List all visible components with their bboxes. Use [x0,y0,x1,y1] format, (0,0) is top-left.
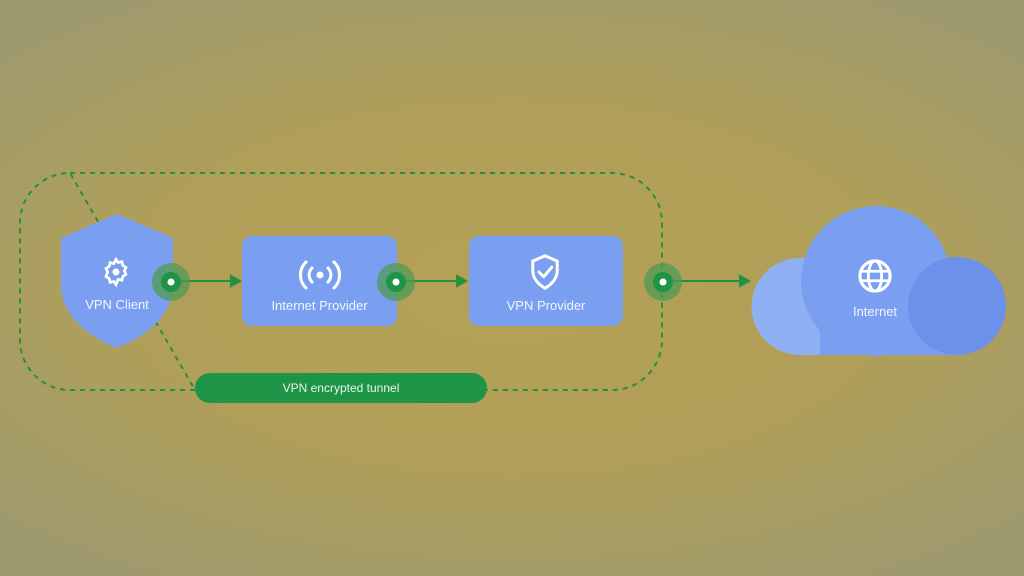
tunnel-label: VPN encrypted tunnel [195,373,487,403]
connector-dot-2 [377,263,415,301]
connector-dot-1 [152,263,190,301]
vpn-provider-label: VPN Provider [506,298,586,313]
vpn-provider-node [469,236,623,326]
connector-dot-3 [644,263,682,301]
tunnel-outline [19,171,663,391]
internet-provider-node [242,236,397,326]
internet-label: Internet [852,304,898,319]
shield-check-icon [531,254,559,291]
globe-icon [858,259,892,293]
internet-provider-label: Internet Provider [271,298,368,313]
vpn-client-label: VPN Client [85,297,149,312]
broadcast-icon [299,260,341,290]
gear-icon [104,256,128,288]
